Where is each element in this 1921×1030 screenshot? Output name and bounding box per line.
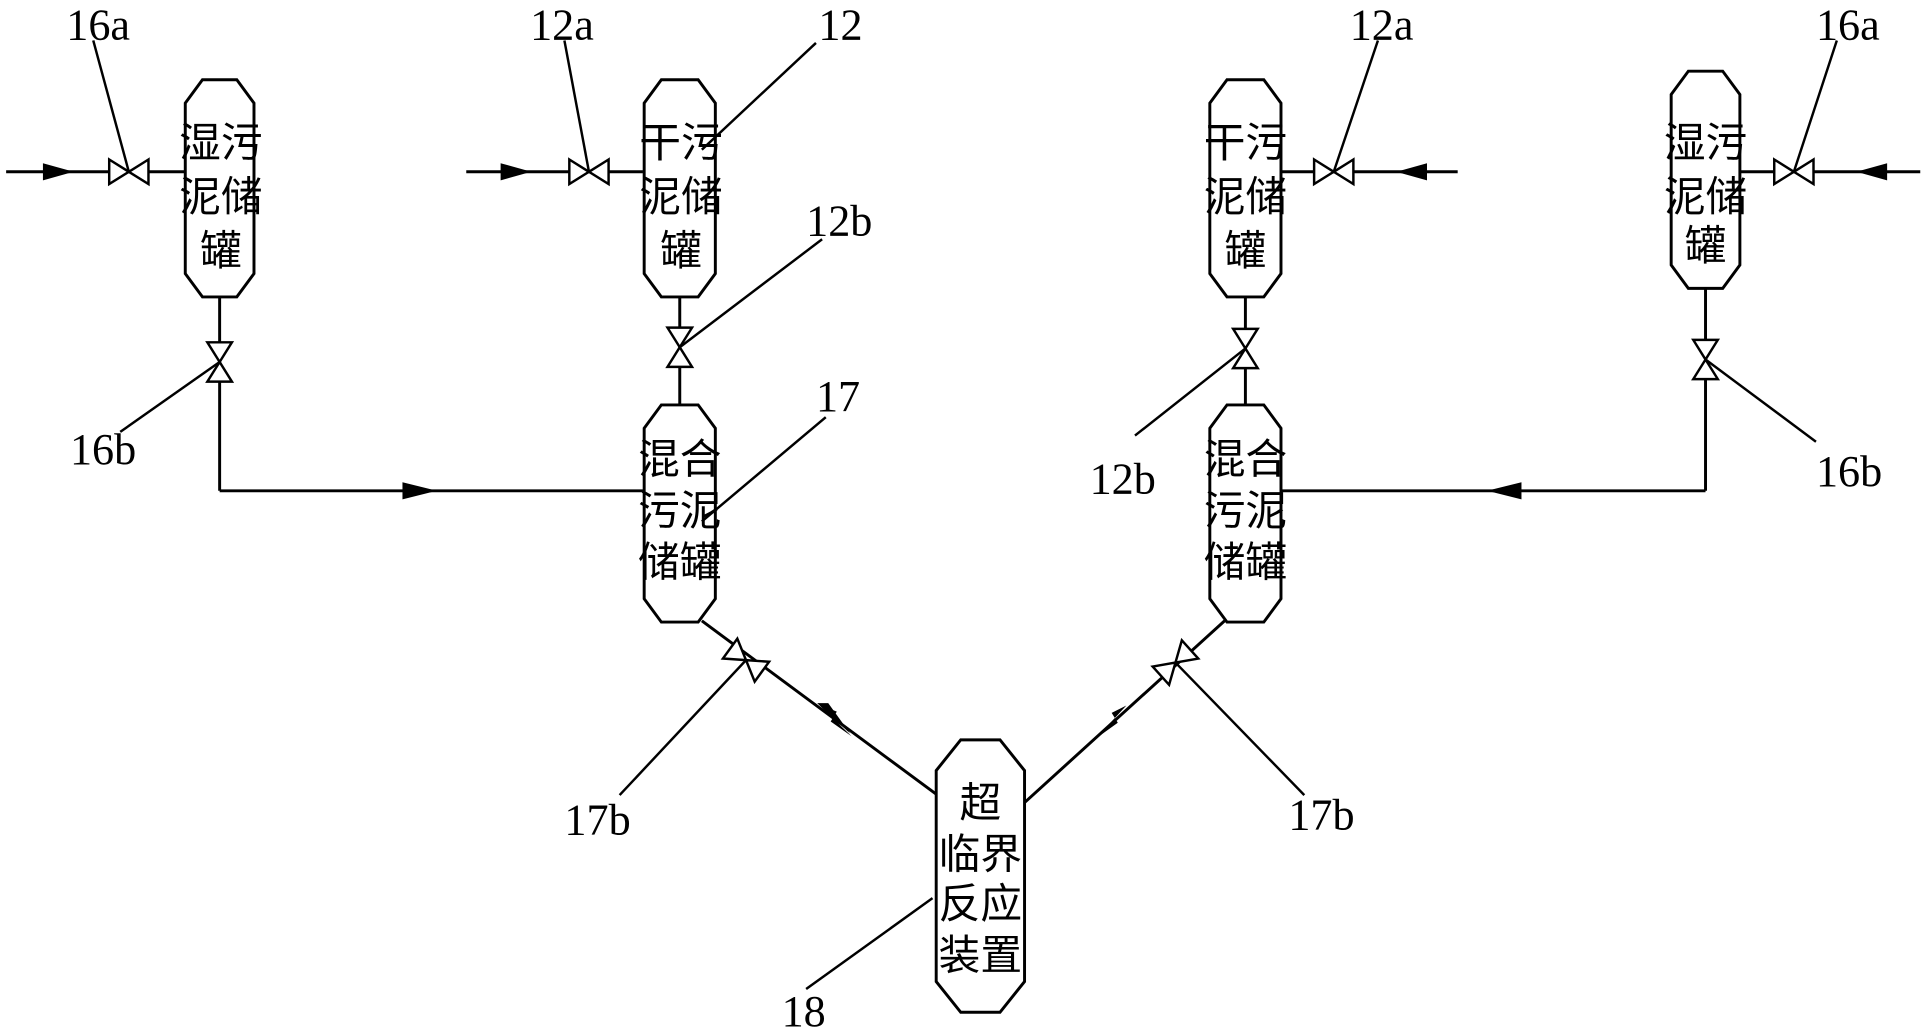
leader-16b-left (119, 360, 221, 433)
valve-12a-right-a (1312, 157, 1337, 187)
wet-sludge-tank-left (183, 78, 256, 299)
label-12a-right: 12a (1350, 0, 1414, 49)
valve-12a-right-b (1331, 157, 1355, 187)
label-16a-right: 16a (1816, 0, 1880, 49)
mixed-right-to-reactor-pipe (1022, 619, 1226, 805)
svg-text:罐: 罐 (1225, 226, 1267, 275)
wet-tank-right-text: 湿污 泥储 罐 (1664, 118, 1747, 270)
svg-text:罐: 罐 (660, 226, 702, 275)
svg-text:超: 超 (960, 778, 1002, 827)
mixed-sludge-tank-left (642, 403, 717, 624)
svg-text:装置: 装置 (939, 930, 1022, 979)
mixed-tank-left-text: 混合 污泥 储罐 (638, 435, 721, 587)
svg-text:泥储: 泥储 (179, 172, 262, 221)
valve-12b-left-a (665, 326, 695, 350)
dry-tank-left-text: 干污 泥储 罐 (639, 118, 722, 275)
wet-sludge-tank-right (1669, 69, 1742, 290)
valve-16a-left-b (126, 157, 150, 187)
svg-text:罐: 罐 (200, 226, 242, 275)
leader-16b-right (1704, 358, 1817, 443)
leader-12a-left (563, 40, 591, 173)
leader-18 (805, 897, 934, 990)
valve-12b-left-b (665, 344, 695, 369)
valve-16a-left-a (107, 157, 132, 187)
label-16b-right: 16b (1816, 447, 1882, 496)
svg-text:临界: 临界 (939, 830, 1022, 879)
svg-text:储罐: 储罐 (1204, 538, 1287, 587)
svg-text:反应: 反应 (939, 879, 1022, 928)
wet-tank-left-text: 湿污 泥储 罐 (179, 118, 262, 275)
dry-tank-right-text: 干污 泥储 罐 (1204, 118, 1287, 275)
svg-text:泥储: 泥储 (1664, 172, 1747, 221)
svg-text:干污: 干污 (639, 118, 722, 167)
mixed-tank-right-text: 混合 污泥 储罐 (1204, 435, 1287, 587)
valve-12a-left-b (586, 157, 610, 187)
svg-text:污泥: 污泥 (638, 486, 721, 535)
valve-16b-right-a (1691, 338, 1721, 362)
wet-left-inlet-arrow (42, 163, 74, 181)
valve-16b-right-b (1691, 357, 1721, 381)
valve-16a-right-a (1773, 157, 1797, 187)
svg-text:泥储: 泥储 (639, 172, 722, 221)
leader-12b-left (679, 238, 823, 349)
svg-text:污泥: 污泥 (1204, 486, 1287, 535)
wet-left-to-mixed-arrow (402, 482, 437, 500)
label-18: 18 (782, 987, 826, 1030)
dry-right-inlet-arrow (1396, 163, 1428, 181)
svg-text:罐: 罐 (1685, 221, 1727, 270)
valve-17b-left (720, 636, 772, 685)
label-12b-left: 12b (806, 197, 872, 246)
svg-text:储罐: 储罐 (638, 538, 721, 587)
valve-16b-left-a (205, 341, 235, 365)
svg-text:混合: 混合 (1204, 435, 1287, 484)
label-17: 17 (816, 372, 860, 421)
mixed-right-to-reactor-arrowhead (1095, 705, 1127, 739)
leader-12 (701, 42, 817, 151)
dry-sludge-tank-right (1208, 78, 1283, 299)
valve-16b-left-b (205, 359, 235, 383)
label-12a-left: 12a (530, 0, 594, 49)
supercritical-reactor (934, 738, 1027, 1014)
wet-right-inlet-arrow (1856, 163, 1888, 181)
svg-text:混合: 混合 (638, 435, 721, 484)
svg-text:湿污: 湿污 (1664, 118, 1747, 167)
leader-16a-right (1792, 40, 1838, 173)
label-12: 12 (818, 0, 862, 49)
valve-17b-right (1150, 637, 1201, 688)
mixed-sludge-tank-right (1208, 403, 1283, 624)
mixed-left-to-reactor-arrowhead (818, 704, 852, 737)
leader-17b-right (1174, 661, 1306, 796)
label-12b-right: 12b (1090, 454, 1156, 503)
valve-16a-right-b (1791, 157, 1815, 187)
leader-17 (701, 416, 827, 523)
dry-left-inlet-arrow (500, 163, 532, 181)
svg-text:湿污: 湿污 (179, 118, 262, 167)
label-16a-left: 16a (66, 0, 130, 49)
leader-12a-right (1332, 40, 1380, 173)
leader-17b-left (618, 659, 747, 796)
svg-text:泥储: 泥储 (1204, 172, 1287, 221)
valve-12a-left-a (568, 157, 592, 187)
leader-16a-left (92, 40, 131, 173)
label-16b-left: 16b (70, 425, 136, 474)
leader-12b-right (1134, 347, 1247, 437)
label-17b-right: 17b (1288, 790, 1354, 839)
valve-12b-right-b (1230, 346, 1260, 370)
reactor-text: 超 临界 反应 装置 (939, 778, 1022, 979)
dry-sludge-tank-left (642, 78, 717, 299)
svg-text:干污: 干污 (1204, 118, 1287, 167)
valve-12b-right-a (1230, 327, 1260, 351)
wet-right-to-mixed-arrow (1487, 482, 1522, 500)
label-17b-left: 17b (564, 795, 630, 844)
